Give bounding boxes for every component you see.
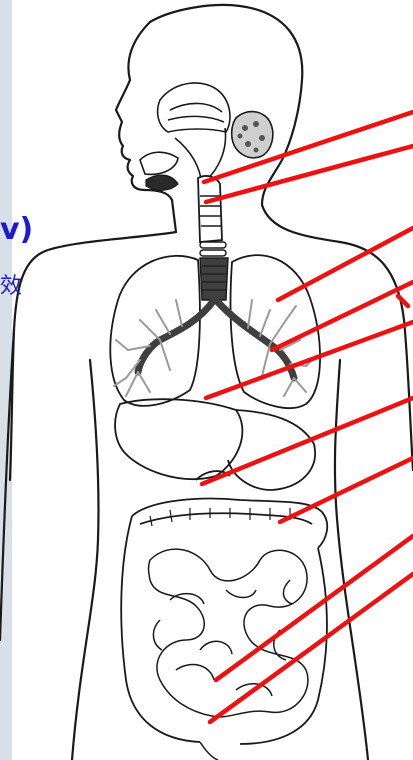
salivary-gland	[232, 112, 273, 158]
nasal-line-2	[168, 116, 224, 122]
liver	[115, 399, 242, 479]
tongue	[140, 152, 178, 174]
pointer-line-7	[280, 458, 413, 522]
left-lung	[110, 256, 200, 406]
pointer-line-9	[210, 574, 413, 722]
small-intestine	[149, 549, 308, 760]
pointer-line-8	[216, 536, 413, 680]
pointer-line-3	[278, 228, 413, 300]
left-cut-text-2: 效	[0, 268, 22, 300]
left-torso-side	[72, 360, 99, 760]
left-cut-text-1: v)	[0, 212, 33, 247]
pointer-lines	[202, 112, 413, 722]
nasal-cavity	[158, 83, 230, 132]
left-arm-outer	[0, 330, 14, 640]
nasal-line-1	[170, 103, 222, 112]
pointer-line-2	[206, 146, 413, 202]
pointer-tick	[398, 296, 408, 306]
head-structures	[140, 83, 230, 185]
neck-front	[172, 200, 176, 232]
body-outline	[0, 5, 413, 760]
trachea	[198, 176, 228, 300]
throat-back	[206, 128, 226, 180]
teeth-area	[146, 175, 178, 190]
